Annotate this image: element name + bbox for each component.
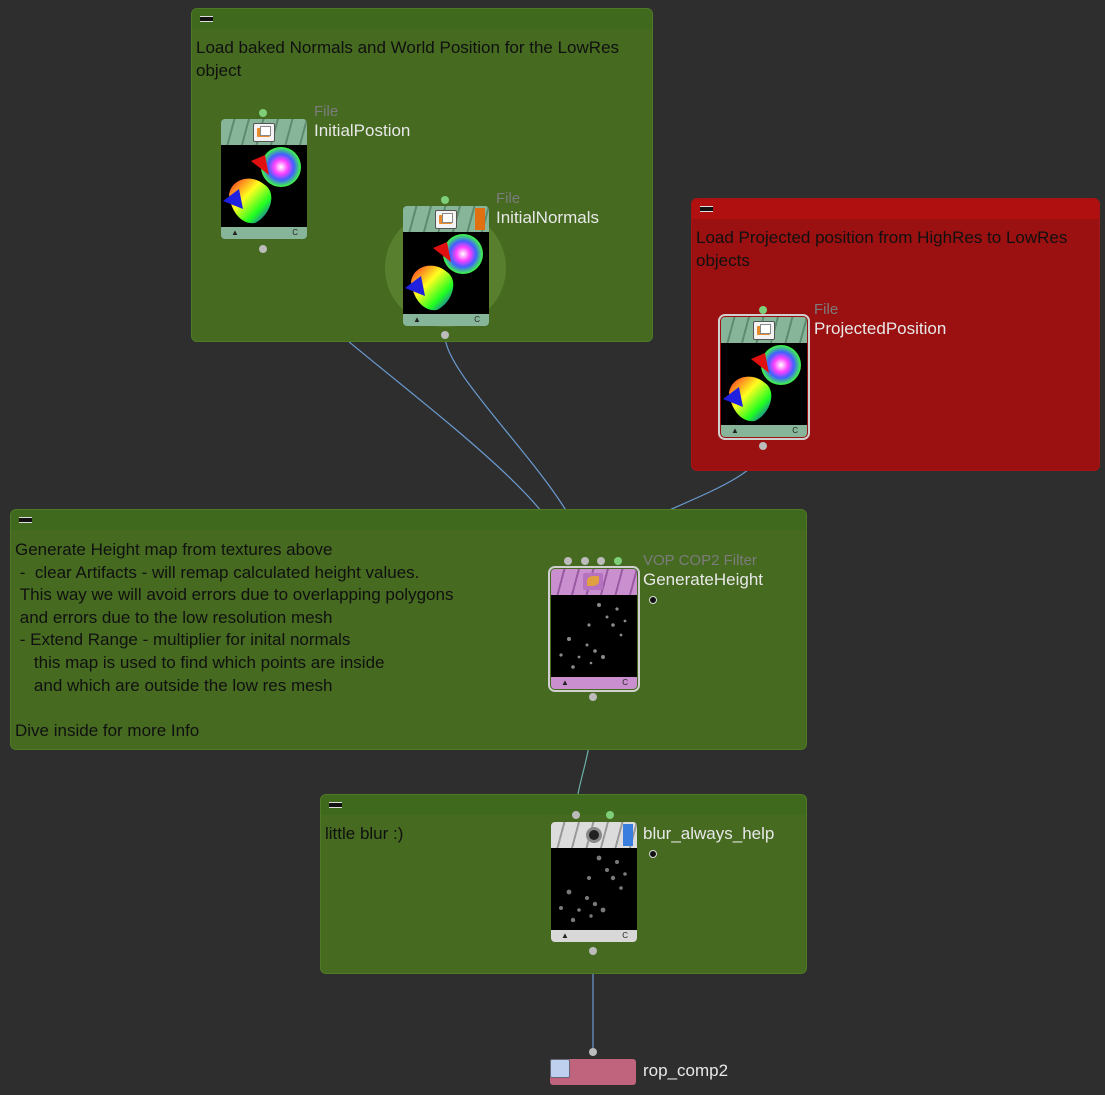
input-port[interactable] [441,196,449,204]
bypass-toggle[interactable]: ▲ [731,426,739,435]
node-header[interactable] [721,317,807,343]
node-type-label: File [314,103,339,120]
network-box-note: Load Projected position from HighRes to … [696,228,1073,270]
node-name-label[interactable]: GenerateHeight [643,570,764,589]
node-header[interactable] [221,119,307,145]
thumbnail-image [559,603,627,669]
node-projected-position[interactable]: ▲C [718,314,810,440]
input-port[interactable] [597,557,605,565]
vop-filter-icon [583,573,603,590]
collapse-icon[interactable] [329,802,342,808]
bypass-toggle[interactable]: ▲ [413,315,421,324]
network-box-mid[interactable]: Generate Height map from textures above … [10,509,807,750]
render-output-icon [550,1059,570,1078]
node-thumbnail [221,145,307,227]
input-port[interactable] [572,811,580,819]
thumbnail-image [223,147,301,224]
node-thumbnail [551,848,637,930]
bypass-toggle[interactable]: ▲ [561,931,569,940]
input-port[interactable] [614,557,622,565]
node-initial-position[interactable]: ▲C [221,119,307,239]
node-type-label: File [496,190,521,207]
node-name-label[interactable]: ProjectedPosition [814,319,947,338]
display-flag-icon[interactable] [623,824,633,846]
network-box-note: little blur :) [325,824,404,843]
cook-status-icon [649,850,657,858]
node-header[interactable] [551,822,637,848]
output-port[interactable] [441,331,449,339]
output-port[interactable] [589,947,597,955]
collapse-icon[interactable] [200,16,213,22]
input-port[interactable] [564,557,572,565]
node-footer[interactable]: ▲C [721,425,807,437]
network-box-titlebar[interactable] [192,9,652,29]
collapse-icon[interactable] [19,517,32,523]
input-port[interactable] [606,811,614,819]
node-footer[interactable]: ▲C [403,314,489,326]
thumbnail-image [559,855,627,923]
node-type-label: File [814,301,839,318]
folder-open-icon [253,123,275,142]
bypass-toggle[interactable]: ▲ [231,228,239,237]
node-initial-normals[interactable]: ▲C [403,206,489,326]
thumbnail-image [723,345,801,422]
folder-open-icon [753,321,775,340]
output-port[interactable] [759,442,767,450]
folder-open-icon [435,210,457,229]
input-port[interactable] [759,306,767,314]
node-name-label[interactable]: rop_comp2 [643,1061,729,1080]
thumbnail-image [405,234,483,311]
input-port[interactable] [259,109,267,117]
node-type-label: VOP COP2 Filter [643,552,757,569]
blur-icon [586,827,602,843]
bypass-toggle[interactable]: ▲ [561,678,569,687]
colour-toggle[interactable]: C [474,315,480,324]
network-box-titlebar[interactable] [11,510,806,530]
input-port[interactable] [589,1048,597,1056]
node-header[interactable] [403,206,489,232]
node-header[interactable] [551,569,637,595]
colour-toggle[interactable]: C [292,228,298,237]
node-rop-comp2[interactable] [550,1059,636,1085]
network-box-titlebar[interactable] [321,795,806,815]
output-port[interactable] [589,693,597,701]
node-name-label[interactable]: blur_always_help [643,824,775,843]
node-thumbnail [551,595,637,677]
colour-toggle[interactable]: C [622,931,628,940]
node-footer[interactable]: ▲C [551,677,637,689]
output-port[interactable] [259,245,267,253]
colour-toggle[interactable]: C [792,426,798,435]
network-box-titlebar[interactable] [692,199,1099,219]
cook-status-icon [649,596,657,604]
node-blur[interactable]: ▲C [551,822,637,942]
node-generate-height[interactable]: ▲C [548,566,640,692]
node-footer[interactable]: ▲C [221,227,307,239]
display-flag-icon[interactable] [475,208,485,230]
input-port[interactable] [581,557,589,565]
node-thumbnail [403,232,489,314]
node-name-label[interactable]: InitialNormals [496,208,599,227]
node-footer[interactable]: ▲C [551,930,637,942]
node-thumbnail [721,343,807,425]
network-box-note: Load baked Normals and World Position fo… [196,38,624,80]
network-box-note: Generate Height map from textures above … [15,540,454,740]
node-name-label[interactable]: InitialPostion [314,121,411,140]
colour-toggle[interactable]: C [622,678,628,687]
collapse-icon[interactable] [700,206,713,212]
